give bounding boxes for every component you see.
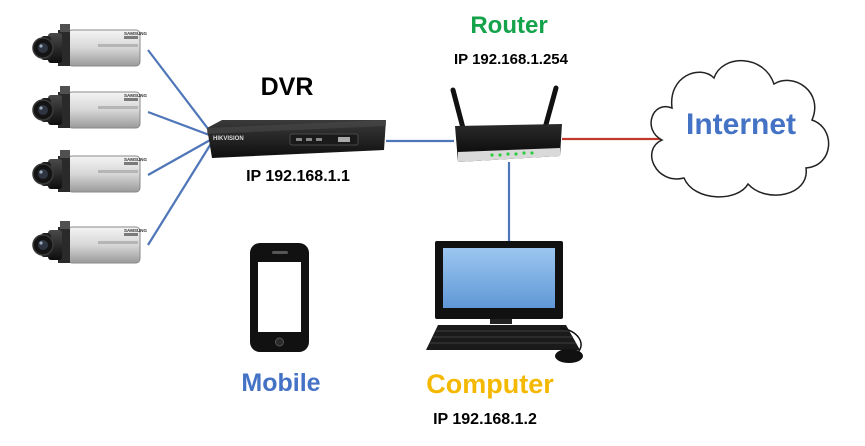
- camera-brand-label: SAMSUNG: [124, 93, 148, 98]
- desktop-computer-icon: [426, 241, 583, 363]
- camera-3-link: [147, 138, 213, 176]
- camera-2-link: [147, 110, 213, 138]
- router-ip: IP 192.168.1.254: [454, 51, 569, 68]
- cloud-icon: [650, 60, 830, 198]
- camera-brand-label: SAMSUNG: [124, 31, 148, 36]
- camera-links: [147, 49, 213, 246]
- computer-title: Computer: [426, 369, 554, 399]
- camera-1-link: [147, 49, 213, 135]
- computer-ip: IP 192.168.1.2: [433, 411, 537, 428]
- cctv-camera-icon: SAMSUNG: [32, 24, 148, 67]
- dvr-title: DVR: [261, 73, 314, 101]
- router-title: Router: [470, 12, 547, 39]
- smartphone-icon: [250, 243, 309, 352]
- dvr-ip: IP 192.168.1.1: [246, 168, 350, 185]
- cctv-camera-icon: SAMSUNG: [32, 150, 148, 193]
- camera-brand-label: SAMSUNG: [124, 157, 148, 162]
- cctv-camera-icon: SAMSUNG: [32, 221, 148, 264]
- wifi-router-icon: [450, 85, 562, 162]
- cctv-camera-icon: SAMSUNG: [32, 86, 148, 129]
- dvr-recorder-icon: HIKVISION: [207, 120, 386, 158]
- internet-label: Internet: [686, 108, 796, 141]
- camera-brand-label: SAMSUNG: [124, 228, 148, 233]
- mobile-label: Mobile: [241, 369, 320, 397]
- dvr-brand-label: HIKVISION: [213, 136, 244, 142]
- camera-4-link: [147, 141, 213, 246]
